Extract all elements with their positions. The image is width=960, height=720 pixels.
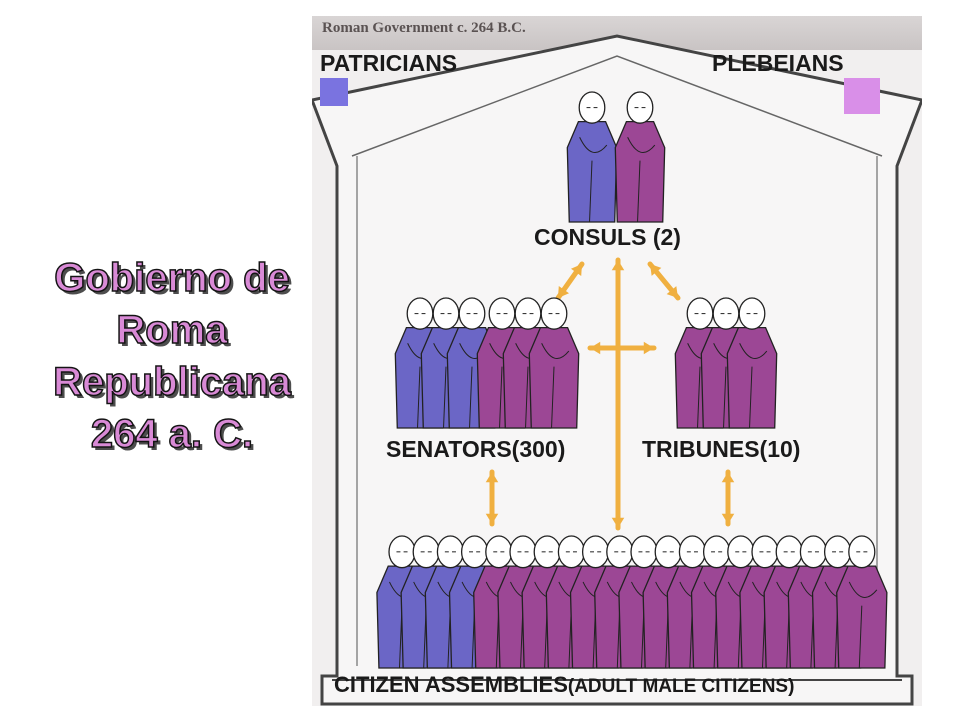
arrow-head — [485, 472, 499, 483]
slide-title-line: Gobierno de — [53, 255, 290, 301]
legend-label-patricians: PATRICIANS — [320, 50, 458, 76]
robe-fold — [551, 366, 555, 429]
temple-building — [312, 34, 922, 706]
head-shape — [727, 535, 755, 569]
arrow-head — [721, 513, 735, 524]
robe-fold — [723, 366, 727, 429]
senators-label: SENATORS(300) — [386, 436, 566, 462]
arrow-head — [611, 517, 625, 528]
head-shape — [436, 535, 465, 569]
head-shape — [540, 297, 568, 330]
arrow-head — [590, 341, 601, 355]
robe-fold — [499, 366, 503, 429]
head-shape — [799, 535, 828, 569]
arrow-head — [721, 472, 735, 483]
government-diagram: Roman Government c. 264 B.C. PATRICIANS … — [312, 16, 922, 706]
relationship-arrows — [485, 257, 735, 531]
plebeians-swatch — [844, 78, 880, 114]
robe-fold — [637, 160, 641, 223]
robe-fold — [739, 343, 768, 359]
head-shape — [751, 535, 779, 569]
senator-figure — [528, 297, 580, 429]
robe-fold — [579, 137, 608, 153]
head-shape — [388, 535, 416, 569]
robe-fold — [627, 137, 656, 153]
arrow-head — [643, 341, 654, 355]
citizen-figures — [376, 91, 888, 669]
head-shape — [578, 91, 606, 124]
head-shape — [686, 297, 714, 330]
arrow-head — [650, 264, 662, 276]
head-shape — [412, 535, 440, 569]
robe-fold — [443, 366, 447, 429]
slide-title-line: Republicana — [52, 359, 291, 405]
robe-fold — [697, 366, 701, 429]
head-shape — [775, 535, 803, 569]
robe-fold — [541, 343, 570, 359]
head-shape — [488, 297, 516, 330]
consul-figure — [614, 91, 666, 223]
head-shape — [509, 535, 537, 569]
assemblies-label: CITIZEN ASSEMBLIES(ADULT MALE CITIZENS) — [334, 672, 794, 698]
tribunes-label: TRIBUNES(10) — [642, 436, 801, 462]
head-shape — [460, 535, 489, 569]
head-shape — [533, 535, 561, 569]
slide-title: Gobierno de Roma Republicana 264 a. C. — [22, 252, 322, 460]
tribune-figure — [726, 297, 778, 429]
head-shape — [432, 297, 460, 330]
assemblies-label-main: CITIZEN ASSEMBLIES — [334, 672, 568, 697]
head-shape — [738, 297, 766, 330]
slide-title-line: Roma — [116, 307, 229, 353]
arrow-head — [558, 286, 570, 298]
robe-fold — [589, 160, 593, 223]
head-shape — [557, 535, 586, 569]
head-shape — [678, 535, 707, 569]
head-shape — [406, 297, 434, 330]
head-shape — [514, 297, 542, 330]
arrow-head — [611, 260, 625, 271]
head-shape — [626, 91, 654, 124]
temple-inner-roof — [351, 55, 883, 157]
legend-label-plebeians: PLEBEIANS — [712, 50, 844, 76]
consul-figure — [566, 91, 618, 223]
head-shape — [654, 535, 682, 569]
banner-title: Roman Government c. 264 B.C. — [322, 20, 526, 36]
head-shape — [485, 535, 513, 569]
head-shape — [702, 535, 731, 569]
robe-fold — [525, 366, 529, 429]
head-shape — [630, 535, 658, 569]
head-shape — [606, 535, 634, 569]
slide-title-line: 264 a. C. — [90, 411, 254, 457]
head-shape — [848, 535, 876, 569]
head-shape — [712, 297, 740, 330]
patricians-swatch — [320, 78, 348, 106]
head-shape — [458, 297, 486, 330]
arrow-head — [666, 286, 678, 298]
robe-fold — [848, 581, 878, 598]
assemblies-label-sub: (ADULT MALE CITIZENS) — [567, 676, 795, 697]
head-shape — [823, 535, 852, 569]
robe-fold — [417, 366, 421, 429]
robe-fold — [749, 366, 753, 429]
robe-fold — [469, 366, 473, 429]
head-shape — [581, 535, 610, 569]
assembly-figure — [836, 535, 888, 669]
arrow-head — [570, 264, 582, 276]
consuls-label: CONSULS (2) — [534, 224, 681, 250]
arrow-head — [485, 513, 499, 524]
robe-fold — [858, 605, 863, 669]
